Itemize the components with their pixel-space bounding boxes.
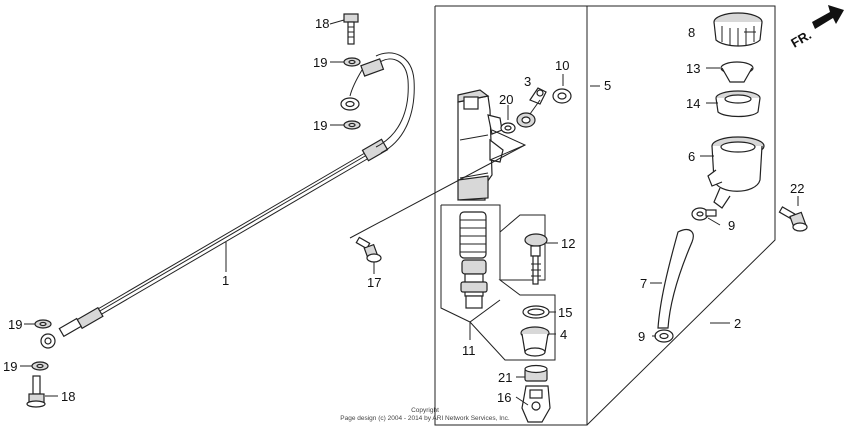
piston xyxy=(460,259,488,309)
joint-16 xyxy=(521,385,551,423)
circlip-10 xyxy=(552,88,572,104)
callout-19-c: 19 xyxy=(8,317,22,332)
nut-21 xyxy=(524,364,548,382)
callout-21: 21 xyxy=(498,370,512,385)
callout-10: 10 xyxy=(555,58,569,73)
hose-clip-9-lower xyxy=(654,329,674,343)
callout-22: 22 xyxy=(790,181,804,196)
push-rod xyxy=(524,233,548,285)
brake-hose xyxy=(40,52,415,349)
master-cylinder-body xyxy=(349,89,527,239)
callout-19-a: 19 xyxy=(313,55,327,70)
copyright-notice: Copyright Page design (c) 2004 - 2014 by… xyxy=(340,407,510,422)
seal-20 xyxy=(500,122,516,134)
o-ring-under-3 xyxy=(516,112,536,128)
copyright-line-1: Copyright xyxy=(411,407,439,414)
callout-19-b: 19 xyxy=(313,118,327,133)
joint-3 xyxy=(529,87,547,105)
callout-5: 5 xyxy=(604,78,611,93)
callout-11: 11 xyxy=(462,343,476,358)
callout-2: 2 xyxy=(734,316,741,331)
callout-18-lower: 18 xyxy=(61,389,75,404)
callout-9-lower: 9 xyxy=(638,329,645,344)
reservoir-cap-8 xyxy=(713,12,763,47)
callout-6: 6 xyxy=(688,149,695,164)
callout-7: 7 xyxy=(640,276,647,291)
callout-16: 16 xyxy=(497,390,511,405)
piston-spring xyxy=(459,211,487,259)
callout-numbers: 1 2 3 4 5 6 7 8 9 9 10 11 12 13 14 15 16… xyxy=(3,16,804,405)
bolt-18-lower xyxy=(26,375,46,408)
bolt-18-upper xyxy=(343,13,359,45)
callout-13: 13 xyxy=(686,61,700,76)
washer-19-d xyxy=(31,361,49,371)
boot-4 xyxy=(520,326,550,357)
reservoir-hose-7 xyxy=(657,229,694,329)
circlip-15 xyxy=(522,305,550,319)
reservoir-6 xyxy=(707,136,765,209)
callout-20: 20 xyxy=(499,92,513,107)
washer-19-a xyxy=(343,57,361,67)
callout-15: 15 xyxy=(558,305,572,320)
callout-1: 1 xyxy=(222,273,229,288)
washer-19-b xyxy=(343,120,361,130)
diaphragm-14 xyxy=(715,90,761,118)
callout-18-upper: 18 xyxy=(315,16,329,31)
callout-9-upper: 9 xyxy=(728,218,735,233)
callout-19-d: 19 xyxy=(3,359,17,374)
front-direction-label: FR. xyxy=(788,27,814,50)
front-arrow-icon xyxy=(812,5,844,29)
washer-19-c xyxy=(34,319,52,329)
callout-14: 14 xyxy=(686,96,700,111)
callout-3: 3 xyxy=(524,74,531,89)
bolt-17 xyxy=(355,236,382,263)
leader-lines xyxy=(20,19,799,406)
callout-17: 17 xyxy=(367,275,381,290)
callout-4: 4 xyxy=(560,327,567,342)
bolt-22 xyxy=(778,206,808,232)
hose-clip-9-upper xyxy=(691,207,717,221)
assembly-frames xyxy=(434,5,776,426)
plate-13 xyxy=(720,61,754,83)
copyright-line-2: Page design (c) 2004 - 2014 by ARI Netwo… xyxy=(340,415,510,422)
callout-8: 8 xyxy=(688,25,695,40)
front-direction-indicator: FR. xyxy=(788,5,844,51)
callout-12: 12 xyxy=(561,236,575,251)
